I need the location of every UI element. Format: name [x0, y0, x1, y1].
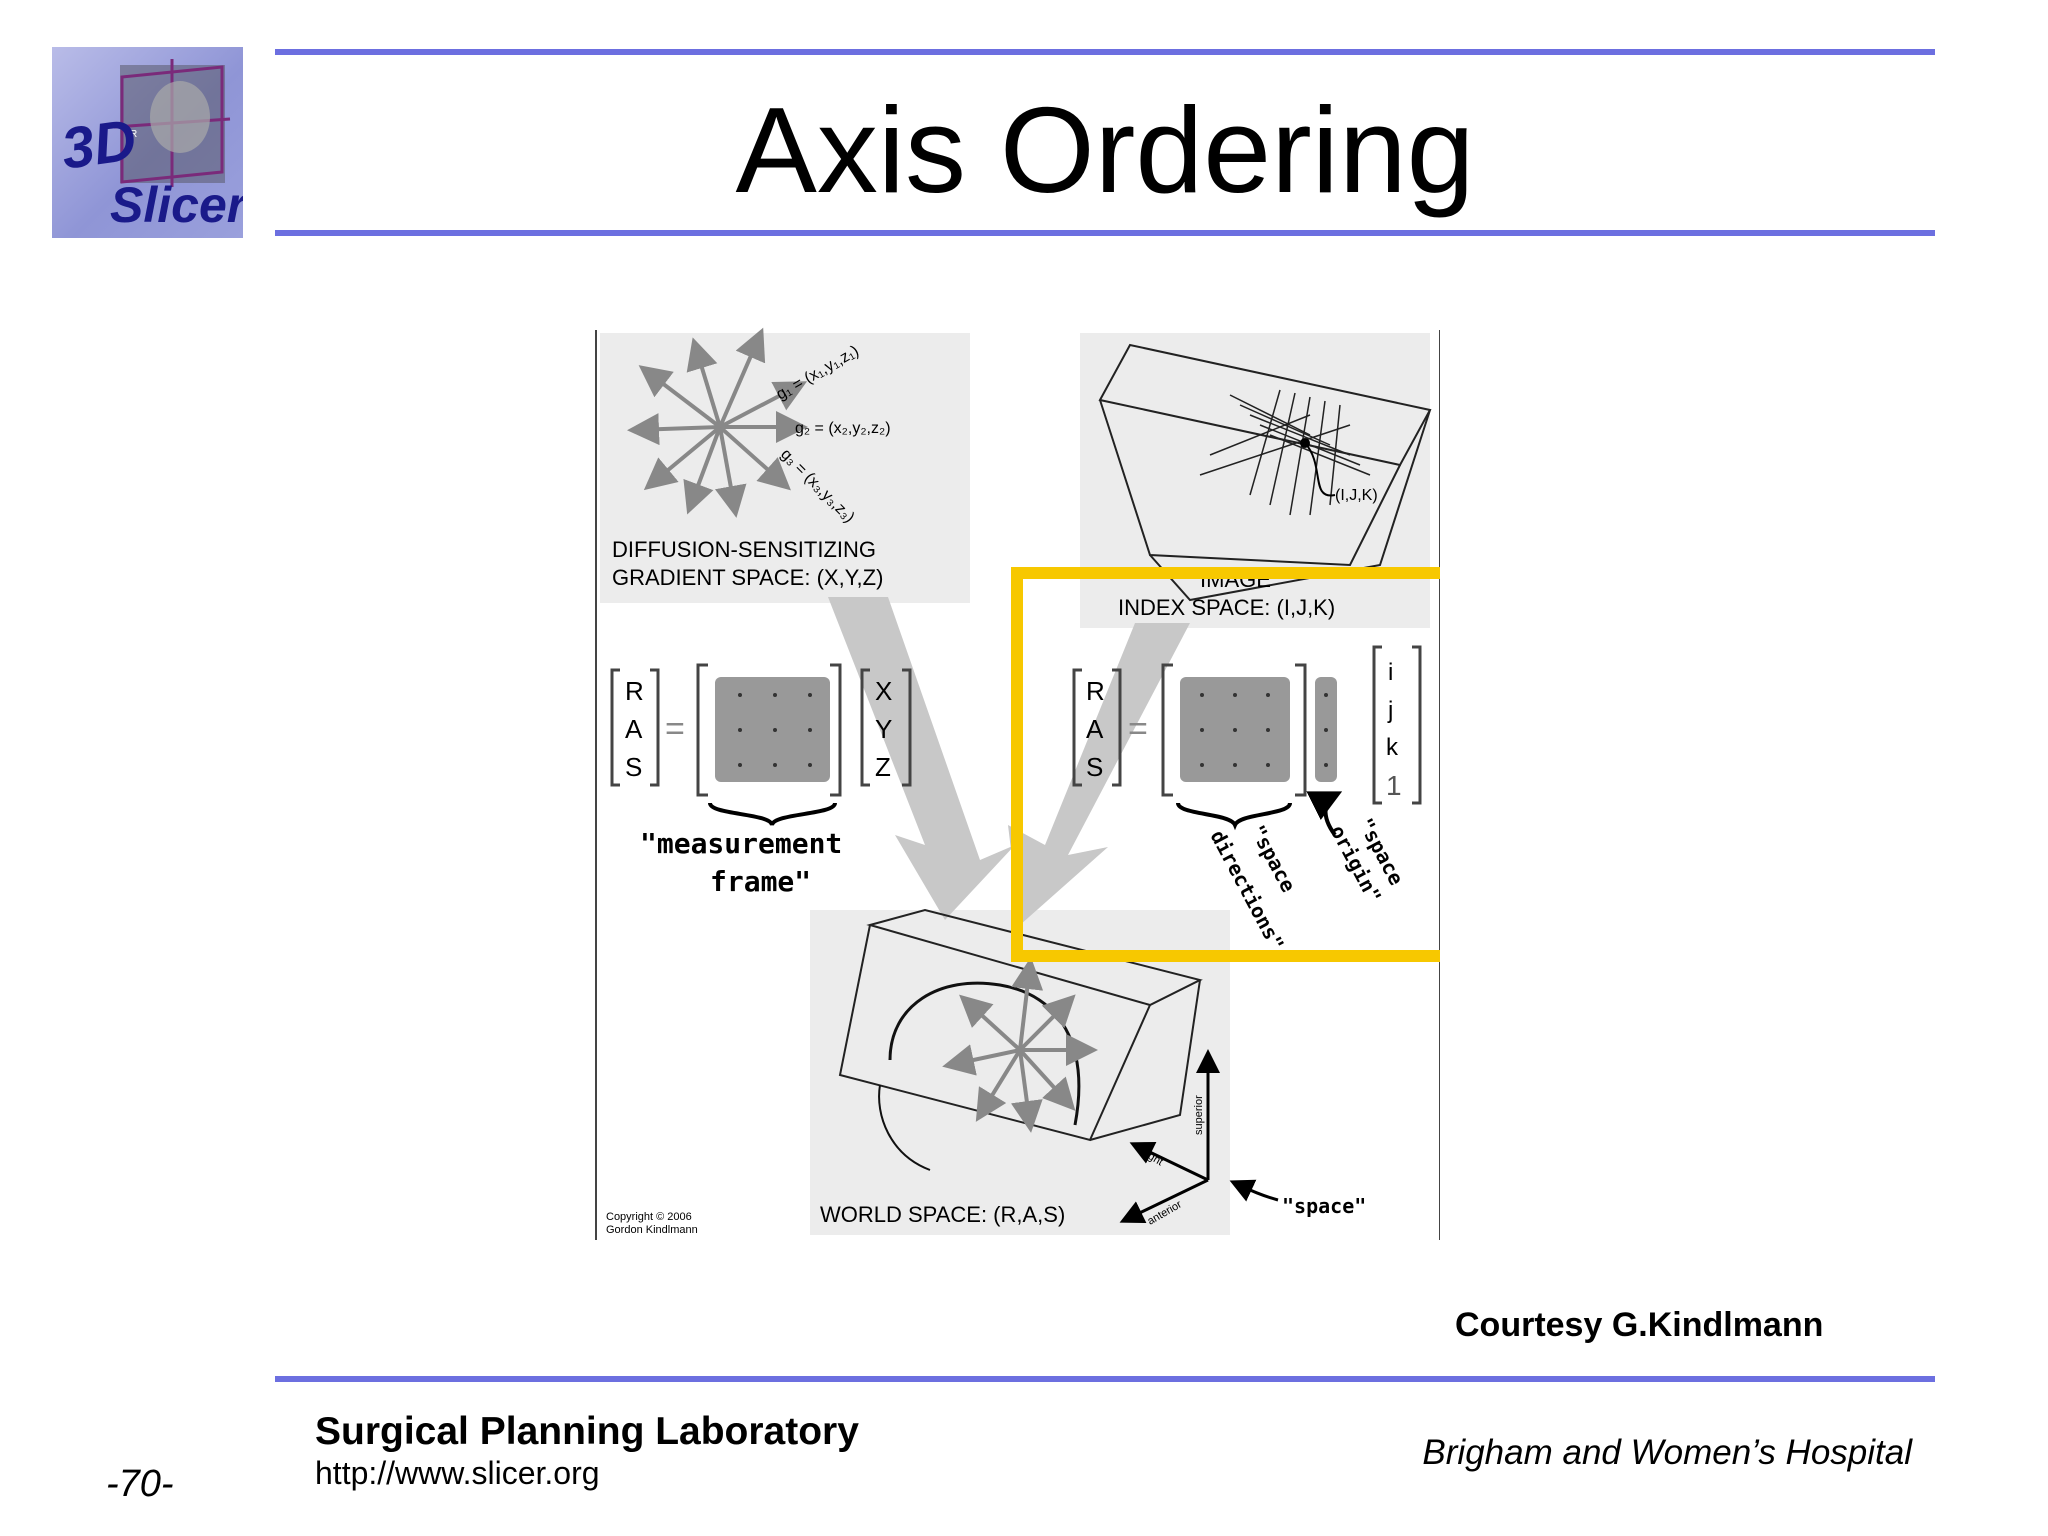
ras-r-left: R — [625, 676, 644, 706]
space-label: "space" — [1282, 1194, 1366, 1218]
title-rule-top — [275, 49, 1935, 55]
ijk-i: i — [1388, 659, 1393, 686]
ras-s-left: S — [625, 752, 642, 782]
ras-a-left: A — [625, 714, 643, 744]
xyz-z: Z — [875, 752, 891, 782]
gradient-g2: g₂ = (x₂,y₂,z₂) — [795, 420, 891, 437]
xyz-y: Y — [875, 714, 892, 744]
measurement-frame-line1: "measurement — [640, 827, 842, 860]
ijk-1: 1 — [1386, 770, 1402, 801]
lab-url: http://www.slicer.org — [315, 1455, 600, 1491]
page-number: -70- — [106, 1463, 174, 1505]
ras-s-right: S — [1086, 752, 1103, 782]
title-rule-bottom — [275, 230, 1935, 236]
ras-a-right: A — [1086, 714, 1104, 744]
ijk-k: k — [1386, 734, 1399, 761]
logo-marker: R — [130, 129, 137, 140]
equals-right: = — [1128, 710, 1148, 748]
lab-name: Surgical Planning Laboratory — [315, 1410, 859, 1453]
copyright-line1: Copyright © 2006 — [606, 1211, 692, 1223]
world-space-label: WORLD SPACE: (R,A,S) — [820, 1202, 1065, 1227]
ijk-j: j — [1387, 697, 1393, 724]
footer-rule — [275, 1376, 1935, 1382]
slicer-logo: R 3D Slicer — [52, 47, 249, 238]
gradient-space-line2: GRADIENT SPACE: (X,Y,Z) — [612, 565, 883, 590]
axis-superior: superior — [1193, 1095, 1205, 1135]
courtesy-credit: Courtesy G.Kindlmann — [1455, 1306, 1824, 1344]
ras-r-right: R — [1086, 676, 1105, 706]
equals-left: = — [665, 710, 685, 748]
index-space-line2: INDEX SPACE: (I,J,K) — [1118, 595, 1335, 620]
logo-3d: 3D — [58, 107, 140, 182]
logo-slicer: Slicer — [110, 177, 243, 233]
axis-ordering-figure: g₁ = (x₁,y₁,z₁) g₂ = (x₂,y₂,z₂) g₃ = (x₃… — [590, 325, 1461, 1240]
measurement-frame-line2: frame" — [710, 865, 811, 898]
xyz-x: X — [875, 676, 892, 706]
hospital-name: Brigham and Women’s Hospital — [1422, 1433, 1912, 1472]
gradient-space-line1: DIFFUSION-SENSITIZING — [612, 537, 876, 562]
copyright-line2: Gordon Kindlmann — [606, 1224, 698, 1236]
slide-title: Axis Ordering — [735, 82, 1475, 218]
voxel-label: (I,J,K) — [1335, 487, 1378, 504]
